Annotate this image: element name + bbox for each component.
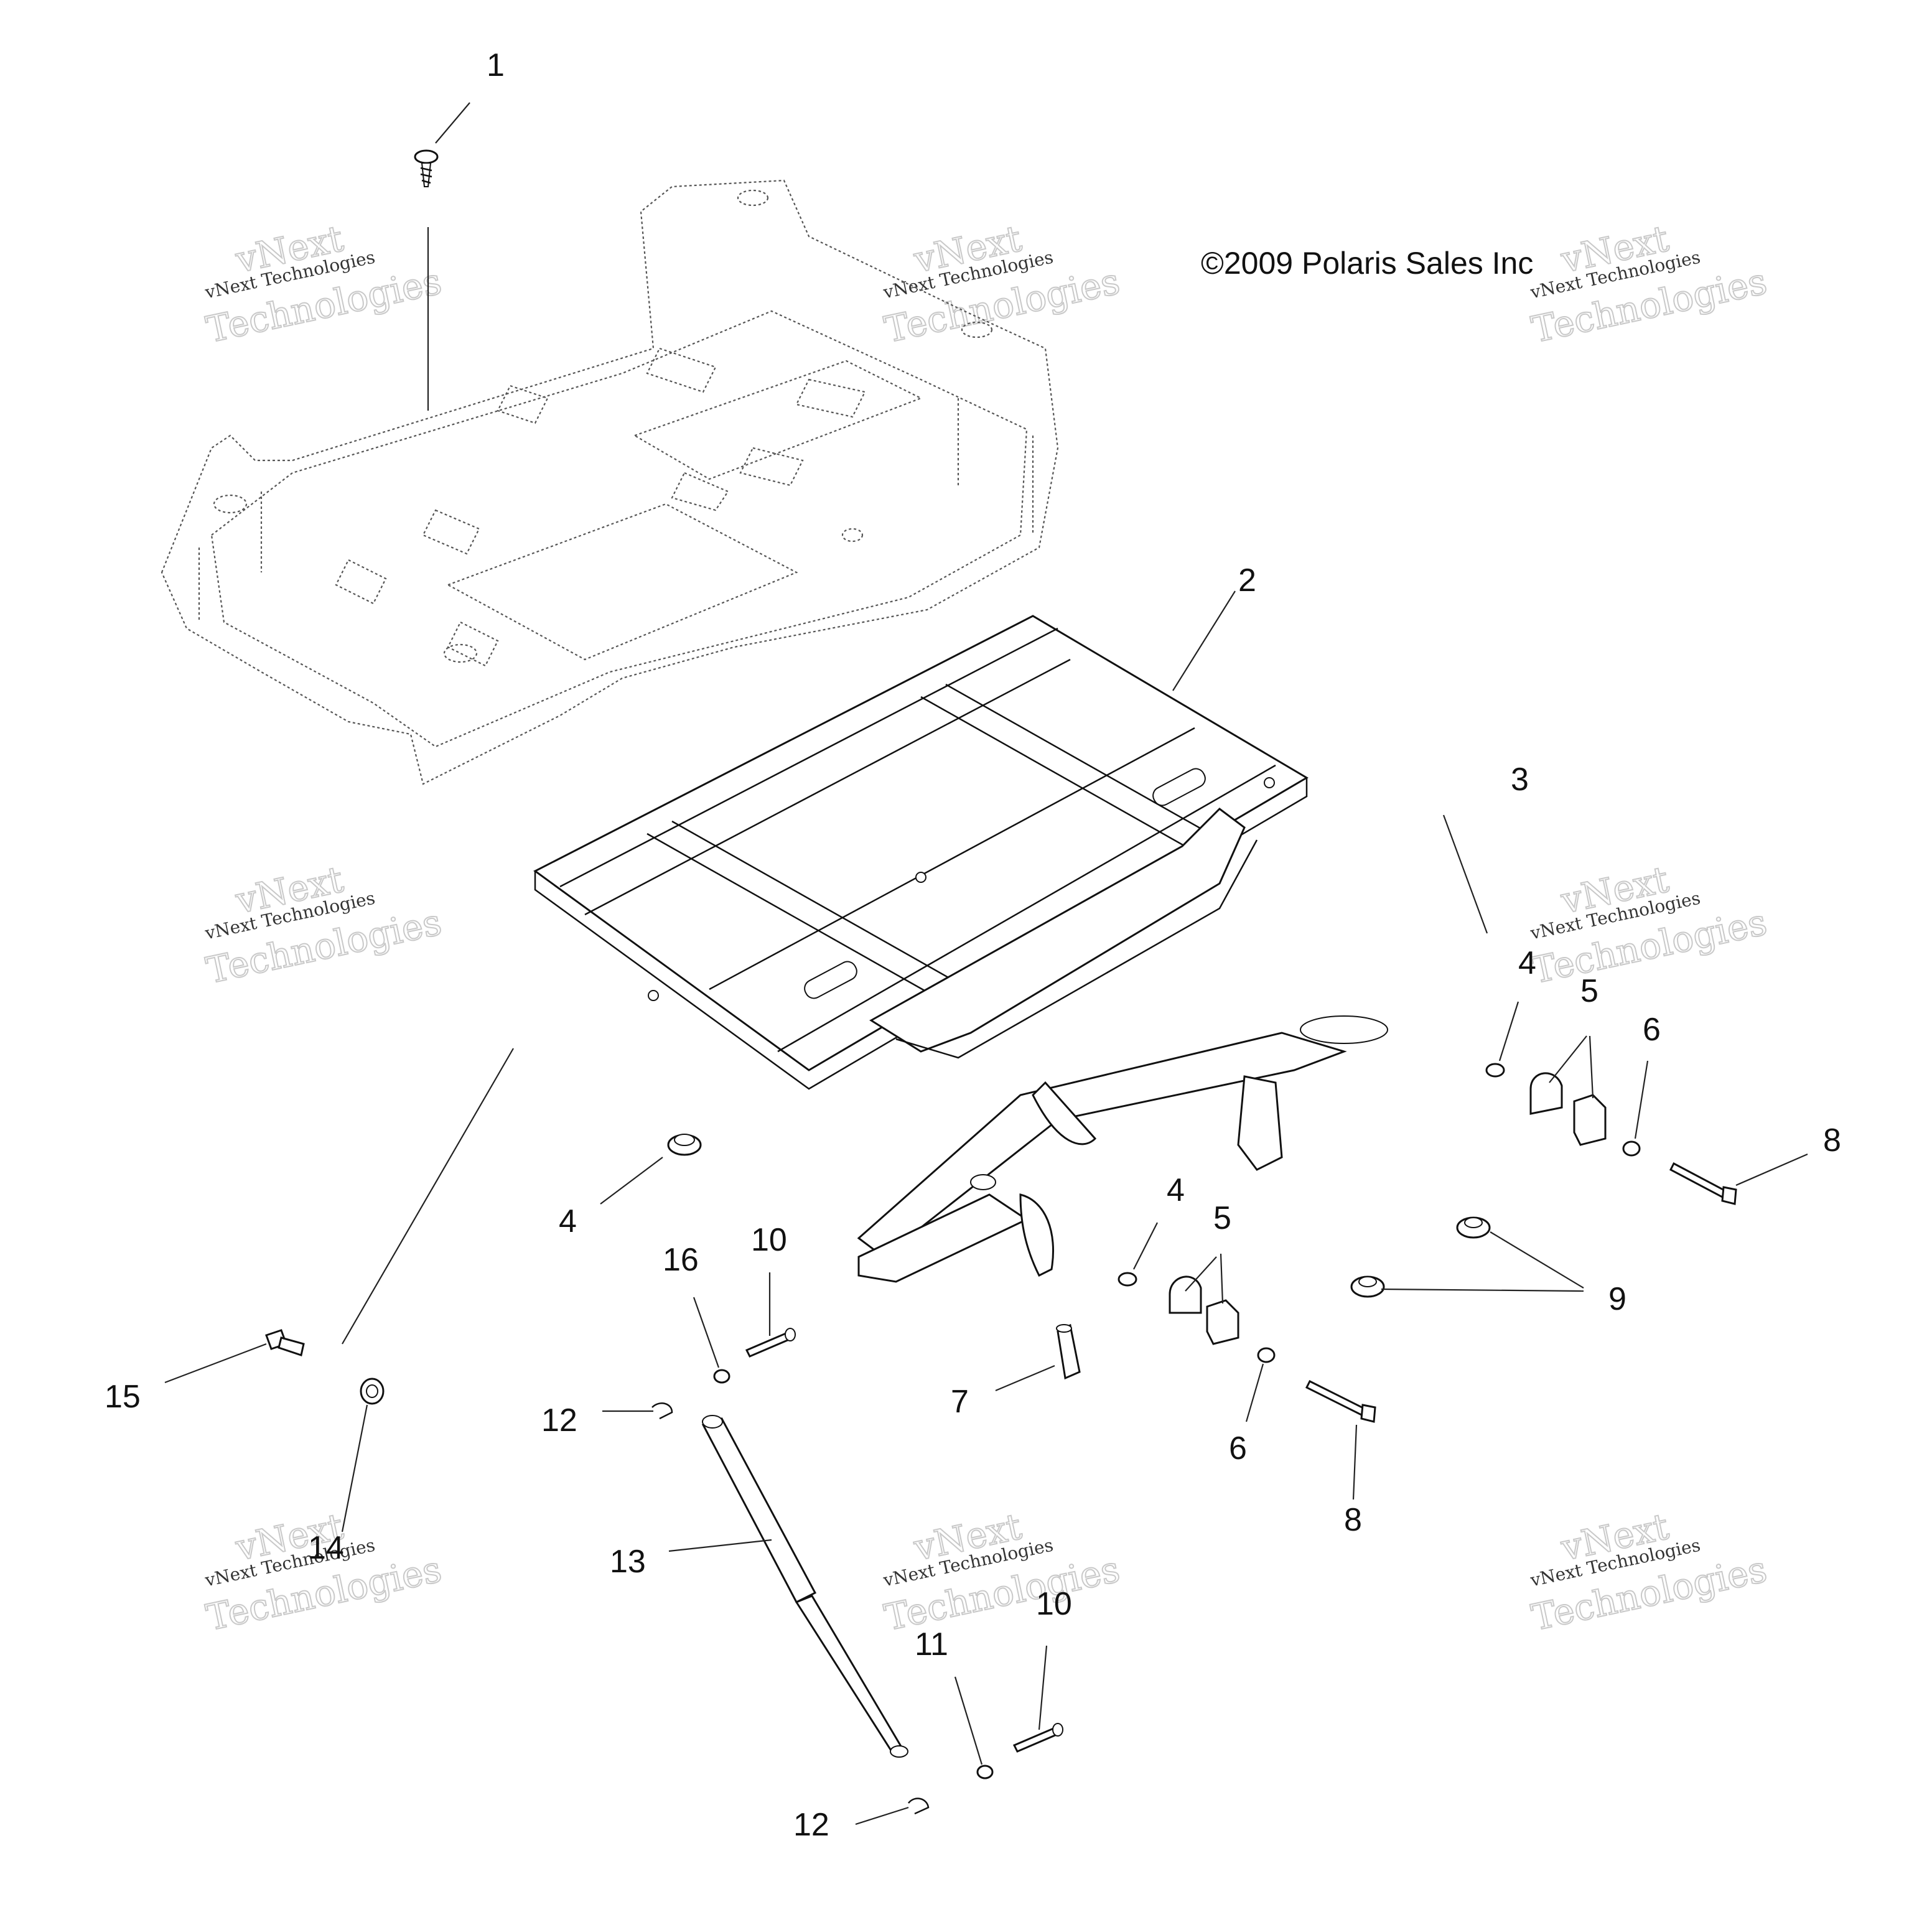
copyright-text: ©2009 Polaris Sales Inc (1201, 246, 1533, 281)
watermark-tr: vNext vNext Technologies Technologies (1528, 217, 1771, 352)
part-5b-leader (1549, 1035, 1587, 1083)
watermark-tl: vNext vNext Technologies Technologies (202, 217, 446, 352)
part-9-leader-a (1381, 1288, 1584, 1292)
part-16-washer (713, 1369, 730, 1384)
watermark-mr: vNext vNext Technologies Technologies (1528, 857, 1771, 992)
callout-6b: 6 (1643, 1012, 1661, 1048)
part-3-leader (1442, 814, 1488, 934)
part-6b-leader (1634, 1060, 1649, 1139)
part-5b-leader-2 (1589, 1035, 1594, 1099)
callout-7: 7 (951, 1384, 969, 1420)
watermark-br: vNext vNext Technologies Technologies (1528, 1504, 1771, 1639)
part-8b-leader (1735, 1153, 1808, 1187)
part-12b-leader (855, 1806, 909, 1826)
part-9-grommet-a (1350, 1275, 1385, 1298)
part-10-pin-b (1012, 1723, 1063, 1753)
callout-8b: 8 (1823, 1122, 1841, 1159)
callout-13: 13 (610, 1544, 646, 1580)
part-3-pivot-bar (857, 1015, 1388, 1283)
part-8a-leader (1352, 1424, 1358, 1500)
callout-2: 2 (1238, 562, 1256, 599)
part-4-nut-c (1485, 1063, 1505, 1078)
callout-14: 14 (308, 1530, 344, 1566)
callout-9: 9 (1608, 1281, 1626, 1317)
part-6-washer-a (1257, 1347, 1276, 1363)
part-15-install-line (342, 1048, 514, 1345)
callout-3: 3 (1511, 762, 1529, 798)
part-11-washer (976, 1765, 994, 1779)
part-6a-leader (1245, 1363, 1264, 1422)
part-12-clip-a (651, 1402, 673, 1420)
part-10-pin-a (745, 1328, 796, 1358)
part-16-leader (693, 1297, 720, 1368)
callout-15: 15 (105, 1379, 141, 1415)
part-2-leader (1172, 590, 1236, 691)
part-5a-leader-2 (1220, 1253, 1224, 1304)
watermark-bc: vNext vNext Technologies Technologies (880, 1504, 1124, 1639)
callout-6a: 6 (1229, 1430, 1247, 1467)
part-13-gas-strut (701, 1415, 908, 1758)
callout-10a: 10 (751, 1222, 787, 1258)
part-4-nut-b (1118, 1272, 1137, 1287)
part-8-bolt-b (1669, 1162, 1737, 1205)
part-5-clamp-a (1169, 1275, 1239, 1345)
part-1-screw (414, 149, 439, 187)
watermark-ml: vNext vNext Technologies Technologies (202, 857, 446, 992)
part-4b-leader (1133, 1222, 1158, 1270)
part-5a-leader (1185, 1256, 1217, 1292)
callout-12a: 12 (541, 1402, 577, 1439)
callout-12b: 12 (793, 1807, 829, 1843)
watermark-tc: vNext vNext Technologies Technologies (880, 217, 1124, 352)
part-14-leader (341, 1404, 368, 1532)
cargo-box-outline (161, 179, 1059, 785)
part-10b-leader (1038, 1645, 1048, 1730)
callout-1: 1 (487, 47, 505, 83)
callout-16: 16 (663, 1242, 699, 1278)
callout-11: 11 (915, 1626, 948, 1663)
part-13-leader (668, 1539, 772, 1552)
part-5-clamp-b (1529, 1072, 1607, 1146)
callout-4c: 4 (1518, 945, 1536, 981)
callout-labels: 1 2 3 4 4 4 5 5 6 6 7 8 8 9 10 10 11 12 … (105, 47, 1841, 1843)
part-6-washer-b (1622, 1140, 1641, 1157)
part-4-nut-a (667, 1134, 702, 1156)
part-11-leader (954, 1676, 983, 1765)
part-4a-leader (600, 1157, 663, 1205)
callout-8a: 8 (1344, 1502, 1362, 1538)
screw-thread (420, 167, 432, 184)
callout-5a: 5 (1213, 1200, 1231, 1236)
part-7-leader (995, 1364, 1055, 1392)
part-2-box-frame (533, 615, 1309, 1090)
callout-4a: 4 (559, 1203, 577, 1239)
part-15-bolt (265, 1329, 305, 1356)
part-1-leader (435, 102, 470, 144)
part-8-bolt-a (1305, 1379, 1376, 1423)
callout-4b: 4 (1167, 1172, 1185, 1208)
part-9-leader-b (1490, 1231, 1584, 1289)
part-7-spacer (1056, 1323, 1081, 1380)
callout-5b: 5 (1580, 973, 1598, 1009)
part-14-nut (360, 1378, 385, 1405)
screw-head (414, 149, 439, 164)
part-9-grommet-b (1456, 1216, 1491, 1239)
part-4c-leader (1498, 1001, 1519, 1061)
part-12-clip-b (908, 1798, 930, 1815)
part-15-leader (164, 1343, 267, 1384)
callout-10b: 10 (1036, 1586, 1072, 1622)
